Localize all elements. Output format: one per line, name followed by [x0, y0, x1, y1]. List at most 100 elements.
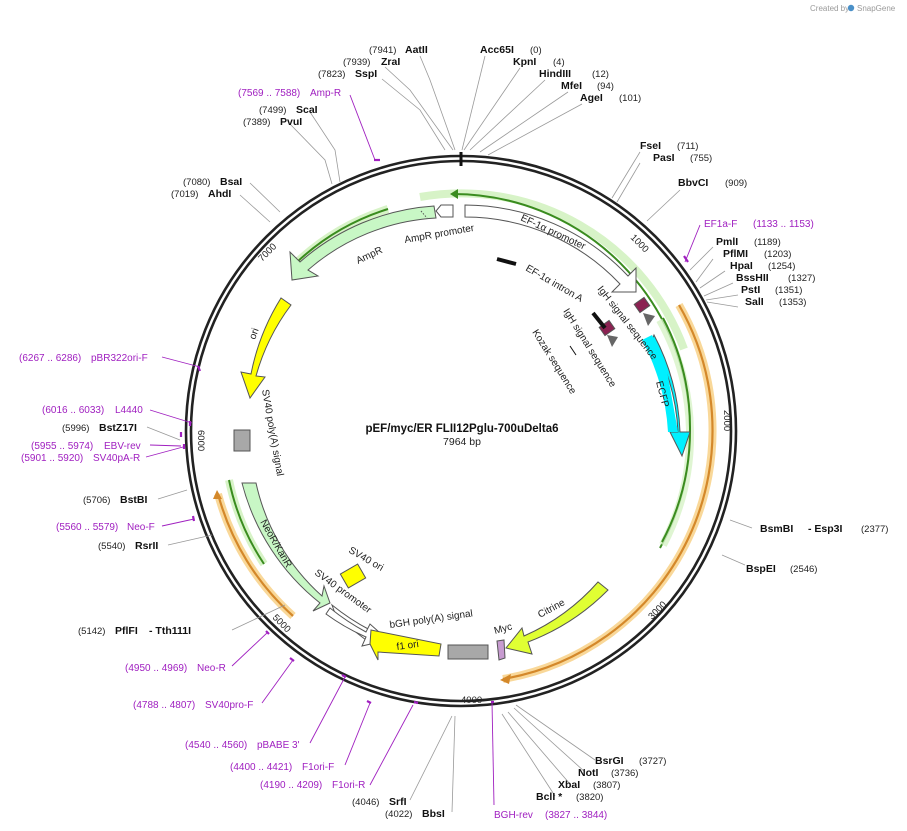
primer-f1ori-f-pos: (4400 .. 4421) [230, 762, 292, 773]
enzyme-pflmi-pos: (1203) [764, 249, 791, 260]
enzyme-scai-pos: (7499) [259, 105, 286, 116]
track-green-amp [295, 208, 389, 264]
enzyme-kpni[interactable]: KpnI [513, 56, 536, 68]
enzyme-bbvci[interactable]: BbvCI [678, 177, 708, 189]
feature-myc-box [496, 639, 506, 661]
primer-bgh-rev-pos: (3827 .. 3844) [545, 810, 607, 821]
enzyme-psti[interactable]: PstI [741, 284, 760, 296]
enzyme-pvui-pos: (7389) [243, 117, 270, 128]
enzyme-noti-pos: (3736) [611, 768, 638, 779]
enzyme-fsei[interactable]: FseI [640, 140, 661, 152]
feature-ampr-promoter-arrow [435, 204, 454, 218]
track-orange-right-arrowhead [500, 674, 511, 684]
enzyme-hpai-pos: (1254) [768, 261, 795, 272]
feature-ori-arrow [240, 297, 292, 400]
track-green-neo [228, 479, 265, 565]
enzyme-ahdi[interactable]: AhdI [208, 188, 231, 200]
feature-sv40-ori-box [339, 563, 367, 589]
enzyme-hindiii[interactable]: HindIII [539, 68, 571, 80]
primer-sv40pa-r[interactable]: SV40pA-R [93, 453, 140, 464]
enzyme-bstz17i[interactable]: BstZ17I [99, 422, 137, 434]
enzyme-bstbi[interactable]: BstBI [120, 494, 148, 506]
track-orange-right [502, 304, 714, 681]
enzyme-bspei-pos: (2546) [790, 564, 817, 575]
label-sv40-polya: SV40 poly(A) signal [259, 389, 285, 477]
enzyme-bsai[interactable]: BsaI [220, 176, 242, 188]
primer-f1ori-f[interactable]: F1ori-F [302, 762, 334, 773]
enzyme-fsei-pos: (711) [677, 141, 698, 152]
enzyme-pasi[interactable]: PasI [653, 152, 675, 164]
enzyme-bspei[interactable]: BspEI [746, 563, 776, 575]
enzyme-xbai[interactable]: XbaI [558, 779, 580, 791]
enzyme-pvui[interactable]: PvuI [280, 116, 302, 128]
credit-brand: SnapGene [857, 4, 896, 13]
enzyme-ahdi-pos: (7019) [171, 189, 198, 200]
enzyme-bsmbi[interactable]: BsmBI [760, 523, 793, 535]
tick-2000: 2000 [721, 410, 732, 431]
enzyme-bsshii[interactable]: BssHII [736, 272, 769, 284]
feature-bgh-polya-box [447, 644, 489, 660]
feature-igh-arrowhead-1 [643, 313, 655, 326]
enzyme-bcli-pos: (3820) [576, 792, 603, 803]
primer-neo-r[interactable]: Neo-R [197, 663, 226, 674]
enzyme-psti-pos: (1351) [775, 285, 802, 296]
primer-l4440[interactable]: L4440 [115, 405, 143, 416]
enzyme-noti[interactable]: NotI [578, 767, 598, 779]
enzyme-esp3i[interactable]: - Esp3I [808, 523, 843, 535]
primer-ampr[interactable]: Amp-R [310, 88, 341, 99]
enzyme-aatii[interactable]: AatII [405, 44, 428, 56]
enzyme-mfei[interactable]: MfeI [561, 80, 582, 92]
primer-sv40pa-r-pos: (5901 .. 5920) [21, 453, 83, 464]
plasmid-name: pEF/myc/ER FLII12Pglu-700uDelta6 [365, 423, 558, 435]
enzyme-acc65i[interactable]: Acc65I [480, 44, 514, 56]
enzyme-pflfi[interactable]: PflFI [115, 625, 138, 637]
primer-l4440-pos: (6016 .. 6033) [42, 405, 104, 416]
track-green-right [661, 317, 692, 543]
plasmid-size: 7964 bp [443, 436, 481, 448]
label-ampr-promoter: AmpR promoter [404, 223, 476, 246]
enzyme-pasi-pos: (755) [690, 153, 712, 164]
enzyme-rsrii-pos: (5540) [98, 541, 125, 552]
enzyme-bstz17i-pos: (5996) [62, 423, 89, 434]
primer-neo-f-pos: (5560 .. 5579) [56, 522, 118, 533]
enzyme-zrai-pos: (7939) [343, 57, 370, 68]
enzyme-hindiii-pos: (12) [592, 69, 609, 80]
enzyme-rsrii[interactable]: RsrII [135, 540, 158, 552]
feature-ef1a-intron-bar [496, 257, 517, 266]
enzyme-pflmi[interactable]: PflMI [723, 248, 748, 260]
enzyme-mfei-pos: (94) [597, 81, 614, 92]
primer-pbr322ori-f[interactable]: pBR322ori-F [91, 353, 148, 364]
enzyme-bcli[interactable]: BclI * [536, 791, 563, 803]
feature-sv40-polya-box [233, 429, 251, 452]
enzyme-tth111i[interactable]: - Tth111I [149, 625, 191, 637]
primer-sv40pro-f[interactable]: SV40pro-F [205, 700, 253, 711]
primer-pbabe3-pos: (4540 .. 4560) [185, 740, 247, 751]
primer-f1ori-r[interactable]: F1ori-R [332, 780, 365, 791]
enzyme-sspi[interactable]: SspI [355, 68, 377, 80]
label-bgh-polya: bGH poly(A) signal [389, 608, 474, 631]
enzyme-bbsi[interactable]: BbsI [422, 808, 445, 820]
primer-bgh-rev[interactable]: BGH-rev [494, 810, 533, 821]
enzyme-bsrgi[interactable]: BsrGI [595, 755, 624, 767]
enzyme-sali[interactable]: SalI [745, 296, 764, 308]
enzyme-zrai[interactable]: ZraI [381, 56, 400, 68]
primer-ef1a-f-pos: (1133 .. 1153) [753, 219, 814, 230]
primer-ebv-rev[interactable]: EBV-rev [104, 441, 141, 452]
feature-ampr-arrow [289, 205, 437, 281]
primer-neo-f[interactable]: Neo-F [127, 522, 155, 533]
enzyme-pmli[interactable]: PmlI [716, 236, 738, 248]
primer-leader-lines [145, 94, 701, 806]
track-orange-left [216, 493, 294, 617]
enzyme-scai[interactable]: ScaI [296, 104, 318, 116]
label-ef1a-promoter: EF-1α promoter [519, 213, 588, 253]
primer-pbabe3[interactable]: pBABE 3' [257, 740, 300, 751]
feature-ef1a-promoter-arrow [464, 204, 637, 293]
enzyme-agei[interactable]: AgeI [580, 92, 603, 104]
primer-ef1a-f[interactable]: EF1a-F [704, 219, 737, 230]
feature-igh-arrowhead-2 [607, 335, 618, 347]
enzyme-srfi[interactable]: SrfI [389, 796, 407, 808]
enzyme-hpai[interactable]: HpaI [730, 260, 753, 272]
track-green-top-arrowhead [450, 189, 458, 199]
enzyme-kpni-pos: (4) [553, 57, 565, 68]
